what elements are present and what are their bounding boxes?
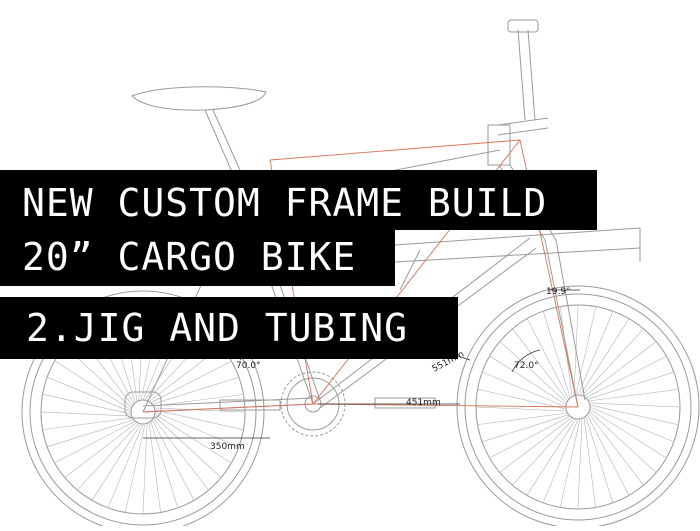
wheel-spoke — [499, 417, 573, 473]
title-band-line1: NEW CUSTOM FRAME BUILD — [0, 170, 597, 230]
wheel-spoke — [512, 418, 575, 486]
subtitle-band: 2.JIG AND TUBING — [0, 297, 458, 359]
wheel-spoke — [577, 311, 614, 396]
wheel-spoke — [154, 415, 222, 478]
wheel-spoke — [583, 341, 657, 397]
wheel-spoke — [150, 360, 232, 404]
wheel-spoke — [40, 411, 132, 417]
wheel-spoke — [54, 420, 136, 464]
wheel-spoke — [526, 318, 570, 400]
wheel-spoke — [154, 411, 239, 448]
wheel-spoke — [152, 376, 239, 405]
wheel-spoke — [154, 413, 232, 464]
wheel-spoke — [42, 417, 133, 430]
wheel-spoke — [589, 406, 674, 443]
wheel-spoke — [559, 418, 581, 508]
wheel-spoke — [512, 328, 568, 402]
wheel-spoke — [151, 419, 195, 501]
wheel-spoke — [153, 417, 209, 491]
wheel-spoke — [153, 394, 244, 407]
wheel-spoke — [585, 416, 614, 503]
wheel-spoke — [154, 407, 246, 413]
front-wheel — [456, 285, 700, 529]
title-line2: 20” CARGO BIKE — [22, 235, 357, 279]
wheel-spoke — [579, 318, 630, 396]
wheel-spoke — [587, 371, 674, 400]
rear-wheel — [21, 290, 265, 531]
subtitle: 2.JIG AND TUBING — [26, 306, 409, 350]
wheel-spoke — [54, 360, 132, 411]
wheel-spoke — [542, 311, 571, 398]
wheel-spoke — [575, 306, 597, 396]
wheel-spoke — [586, 414, 630, 496]
wheel-spoke — [107, 423, 144, 508]
wheel-spoke — [589, 410, 657, 473]
wheel-spoke — [589, 402, 681, 408]
wheel-spoke — [148, 422, 161, 513]
wheel-spoke — [150, 421, 179, 508]
wheel-spoke — [42, 393, 132, 415]
wheel-spoke — [482, 371, 567, 408]
front-length-label: 451mm — [406, 398, 441, 408]
wheel-spoke — [482, 414, 569, 443]
wheel-spoke — [588, 389, 679, 402]
wheel-spoke — [585, 355, 667, 399]
wheel-spoke — [475, 406, 567, 412]
wheel-spoke — [489, 415, 571, 459]
wheel-spoke — [154, 409, 244, 431]
title-line1: NEW CUSTOM FRAME BUILD — [22, 181, 548, 225]
wheel-spoke — [47, 419, 134, 448]
wheel-spoke — [91, 423, 142, 501]
wheel-spoke — [64, 422, 138, 478]
wheel-spoke — [77, 423, 140, 491]
wheel-spoke — [477, 412, 568, 425]
seat-angle-label: 70.0° — [236, 361, 261, 371]
wheel-spoke — [142, 423, 148, 515]
wheel-spoke — [489, 355, 567, 406]
wheel-spoke — [526, 418, 577, 496]
rear-length-label: 350mm — [210, 442, 245, 452]
wheel-spoke — [589, 404, 679, 426]
fork-angle-label: 72.0° — [514, 361, 539, 371]
wheel-spoke — [124, 423, 146, 513]
wheel-spoke — [499, 341, 567, 404]
wheel-spoke — [581, 328, 644, 396]
wheel-spoke — [589, 408, 667, 459]
title-band-line2: 20” CARGO BIKE — [0, 230, 395, 286]
wheel-spoke — [47, 376, 132, 413]
wheel-spoke — [577, 418, 583, 510]
wheel-spoke — [542, 418, 579, 503]
wheel-spoke — [477, 388, 567, 410]
saddle — [131, 86, 267, 173]
head-angle-label: 19.9° — [546, 287, 571, 297]
wheel-spoke — [588, 412, 644, 486]
wheel-spoke — [583, 417, 596, 508]
